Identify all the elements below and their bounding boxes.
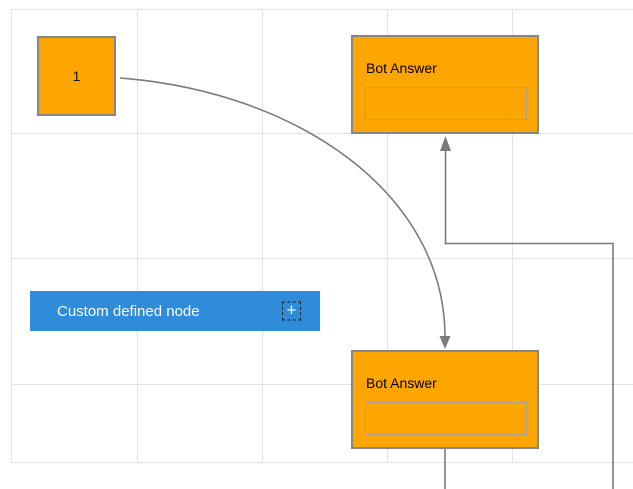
- arrowhead-up-icon: [440, 136, 451, 151]
- node-1-label: 1: [72, 68, 81, 84]
- node-title: Bot Answer: [366, 375, 437, 391]
- node-bot-answer-top[interactable]: Bot Answer: [351, 35, 539, 134]
- node-custom-defined[interactable]: Custom defined node +: [30, 291, 320, 331]
- bot-answer-input[interactable]: [365, 402, 527, 435]
- arrowhead-down-icon: [439, 336, 451, 349]
- bot-answer-input[interactable]: [365, 87, 527, 120]
- node-bot-answer-bottom[interactable]: Bot Answer: [351, 350, 539, 449]
- connector-elbow[interactable]: [440, 136, 614, 489]
- node-title: Bot Answer: [366, 60, 437, 76]
- custom-node-label: Custom defined node: [57, 302, 200, 320]
- node-1[interactable]: 1: [37, 36, 116, 116]
- connector-curved[interactable]: [119, 77, 451, 349]
- plus-icon[interactable]: +: [282, 301, 301, 321]
